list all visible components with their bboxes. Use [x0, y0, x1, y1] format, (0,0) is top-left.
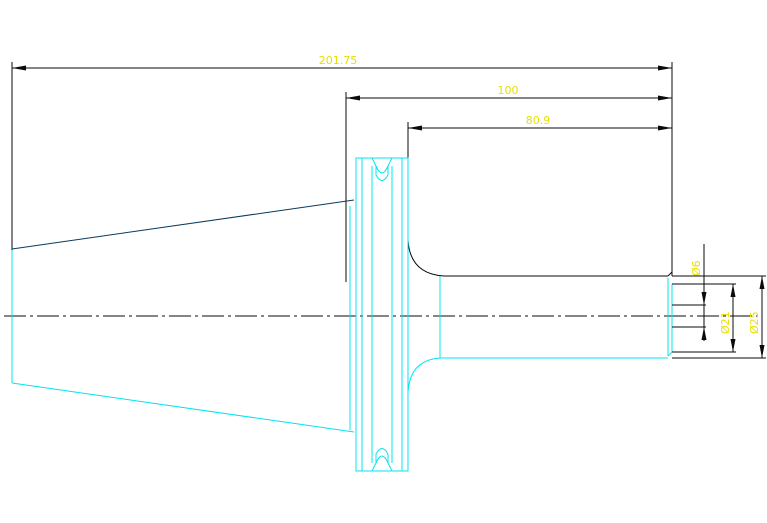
- arrow-top: [701, 292, 707, 305]
- arrow-right: [658, 125, 672, 131]
- v-groove-bottom-inner: [375, 448, 389, 463]
- dimension-shank-inner-diameter: Ø21: [719, 284, 736, 352]
- arrow-bottom: [730, 339, 736, 352]
- bore-detail: [672, 275, 766, 359]
- dim-label-80-9: 80.9: [526, 114, 551, 127]
- dim-label-d21: Ø21: [719, 311, 732, 334]
- arrow-left: [346, 95, 360, 101]
- dim-label-d25: Ø25: [748, 311, 761, 334]
- arrow-left: [408, 125, 422, 131]
- taper-lower-edge: [11, 382, 355, 433]
- dimension-bore-diameter: Ø6: [690, 244, 707, 341]
- dim-label-d6: Ø6: [690, 260, 703, 276]
- arrow-left: [12, 65, 26, 71]
- arrow-top: [730, 284, 736, 297]
- taper-upper-edge: [11, 199, 355, 250]
- arrow-bottom: [701, 327, 707, 340]
- arrow-bottom: [759, 345, 765, 358]
- v-groove-bottom: [371, 455, 393, 472]
- flange-outline: [355, 157, 409, 472]
- v-groove-top-inner: [375, 166, 389, 181]
- fillet-lower: [407, 357, 441, 393]
- dimension-overall-length: 201.75: [11, 54, 673, 276]
- chamfer-lower: [667, 351, 673, 357]
- dim-label-overall: 201.75: [319, 54, 358, 67]
- dimension-flange-to-end: 100: [345, 84, 672, 282]
- dim-label-100: 100: [498, 84, 519, 97]
- part-lower-half: [11, 157, 673, 472]
- fillet-upper: [407, 239, 445, 277]
- dimension-body-length: 80.9: [407, 114, 672, 158]
- arrow-top: [759, 276, 765, 289]
- arrow-right: [658, 95, 672, 101]
- v-groove-top: [371, 157, 393, 174]
- arrow-right: [658, 65, 672, 71]
- chamfer-upper: [667, 271, 673, 277]
- dimension-shank-outer-diameter: Ø25: [748, 276, 765, 358]
- part-upper-half: [11, 158, 673, 277]
